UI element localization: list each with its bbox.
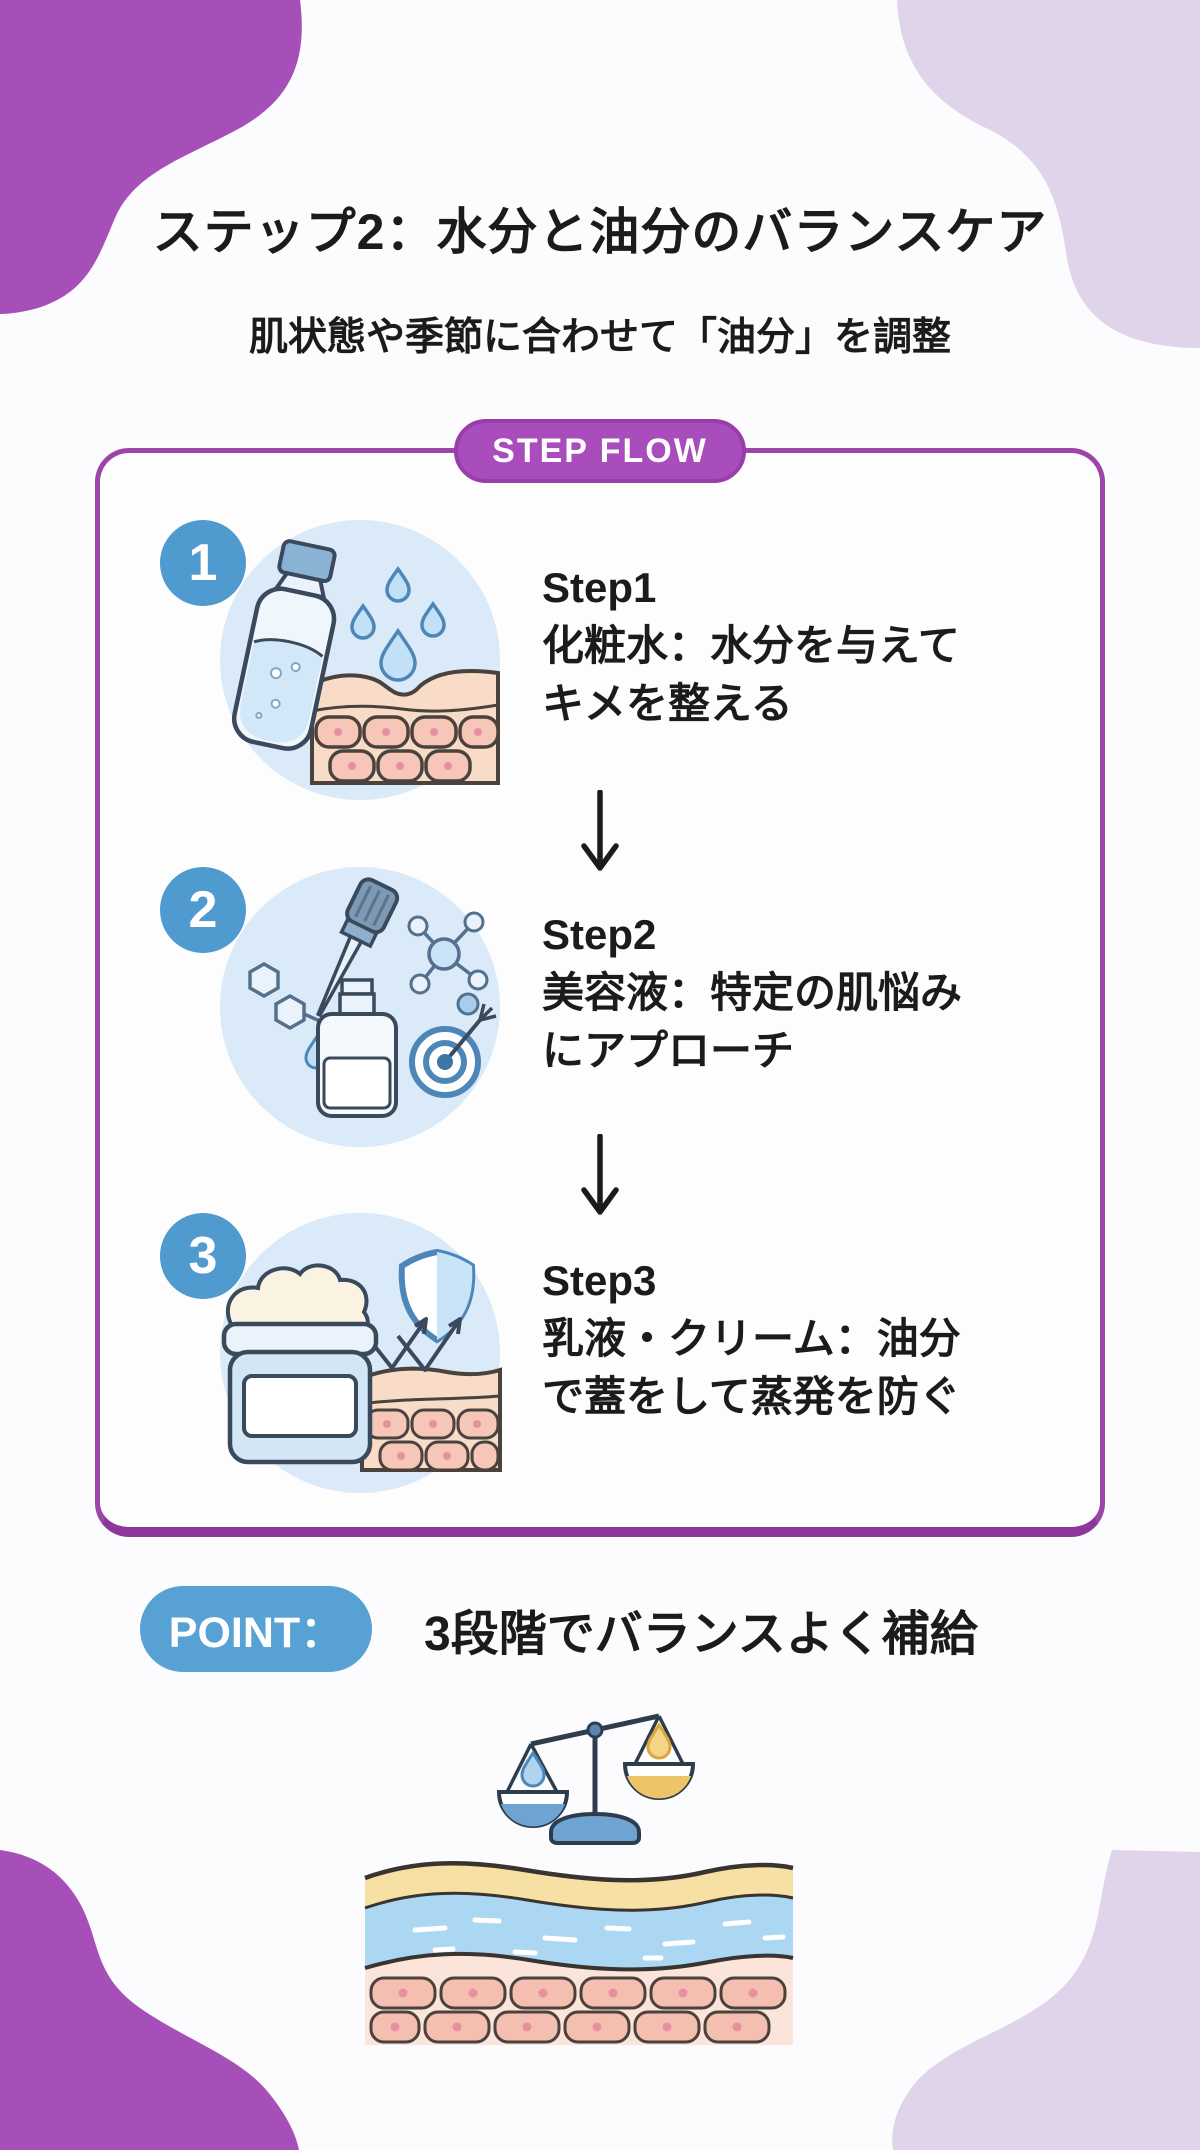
step3-icon-area: 3 (160, 1208, 502, 1498)
step2-text: Step2 美容液：特定の肌悩み にアプローチ (542, 862, 962, 1152)
down-arrow-icon (581, 1134, 619, 1215)
step2-line2: にアプローチ (542, 1027, 795, 1074)
down-arrow-icon (581, 790, 619, 871)
bottom-right-blob (892, 1850, 1200, 2150)
page-subtitle: 肌状態や季節に合わせて「油分」を調整 (248, 316, 951, 359)
step3-label: Step3 (542, 1257, 657, 1304)
step2-number: 2 (188, 881, 218, 939)
step2-icon-area: 2 (160, 862, 502, 1152)
step3-text: Step3 乳液・クリーム：油分 で蓋をして蒸発を防ぐ (542, 1208, 961, 1498)
step3-number-badge: 3 (160, 1213, 246, 1299)
page-title: ステップ2：水分と油分のバランスケア (152, 204, 1048, 260)
step3-line2: で蓋をして蒸発を防ぐ (542, 1373, 961, 1420)
serum-dropper-molecules-target-illustration (220, 867, 500, 1147)
step1-number: 1 (188, 534, 218, 592)
point-section: POINT： 3段階でバランスよく補給 (140, 1586, 978, 1672)
step2-line1: 美容液：特定の肌悩み (542, 969, 963, 1016)
step1-text: Step1 化粧水：水分を与えて キメを整える (542, 515, 960, 805)
step3-line1: 乳液・クリーム：油分 (542, 1315, 961, 1362)
point-badge: POINT： (140, 1586, 372, 1672)
step-row-1: 1 (100, 515, 1100, 805)
cream-jar-shield-skin-illustration (220, 1213, 502, 1493)
step1-label: Step1 (542, 564, 657, 611)
step-row-2: 2 (100, 862, 1100, 1152)
step1-line1: 化粧水：水分を与えて (542, 622, 960, 669)
step-flow-badge-label: STEP FLOW (492, 431, 708, 470)
balance-scale-skin-layers-illustration (364, 1713, 794, 2045)
step2-number-badge: 2 (160, 867, 246, 953)
top-right-blob (897, 0, 1200, 348)
step1-icon-area: 1 (160, 515, 502, 805)
point-text: 3段階でバランスよく補給 (424, 1608, 978, 1661)
point-badge-label: POINT： (168, 1609, 344, 1657)
toner-bottle-water-drops-skin-illustration (220, 520, 500, 800)
step-flow-badge: STEP FLOW (454, 419, 746, 483)
step1-line2: キメを整える (542, 680, 793, 727)
step-row-3: 3 (100, 1208, 1100, 1498)
bottom-left-blob (0, 1850, 299, 2150)
step1-number-badge: 1 (160, 520, 246, 606)
step3-number: 3 (188, 1227, 218, 1285)
top-left-blob (0, 0, 302, 314)
step-flow-box: STEP FLOW 1 (95, 419, 1105, 1537)
step2-label: Step2 (542, 911, 657, 958)
